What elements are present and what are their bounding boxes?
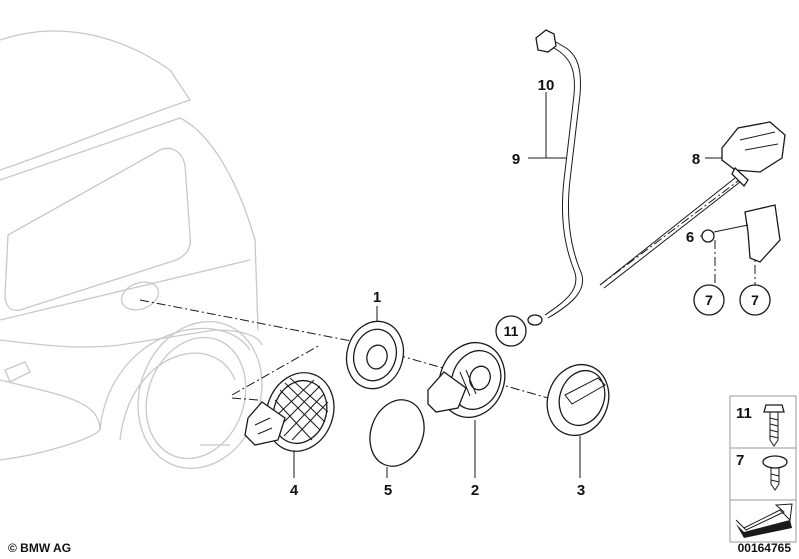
screw-icon: [763, 404, 785, 447]
callout-1: 1: [373, 289, 381, 306]
release-cable-part-9: [527, 29, 584, 326]
legend-row-11-box: [729, 395, 797, 449]
actuator-part-8: [599, 121, 786, 289]
seal-ring-part-1: [345, 320, 405, 390]
legend-label-11: 11: [736, 405, 752, 422]
circled-callout-11-label: 11: [504, 323, 519, 339]
filler-housing-part-4: [244, 372, 335, 452]
direction-arrow-icon: [735, 503, 793, 538]
copyright-text: © BMW AG: [8, 541, 71, 555]
car-body-outline: [0, 30, 263, 470]
callout-5: 5: [384, 482, 392, 499]
circled-callout-7-left: 7: [693, 284, 725, 316]
callout-leaders: [293, 92, 722, 478]
hardware-legend: 11 7: [729, 395, 797, 543]
callout-2: 2: [471, 482, 479, 499]
circled-callout-11: 11: [495, 315, 527, 347]
circled-callout-7-right-label: 7: [751, 292, 759, 308]
circled-callout-7-left-label: 7: [705, 292, 713, 308]
bolt-icon: [762, 455, 788, 491]
callout-6: 6: [686, 229, 694, 246]
flap-disc-part-5: [369, 399, 425, 467]
callout-9: 9: [512, 151, 520, 168]
callout-4: 4: [290, 482, 299, 499]
callout-10: 10: [538, 77, 555, 94]
circled-callout-7-right: 7: [739, 284, 771, 316]
diagram-reference-number: 00164765: [738, 541, 792, 555]
fuel-cap-part-3: [546, 363, 610, 437]
callout-3: 3: [577, 482, 585, 499]
legend-row-7-box: [729, 447, 797, 501]
legend-label-7: 7: [736, 452, 744, 469]
callout-8: 8: [692, 151, 700, 168]
filler-neck-part-2: [427, 342, 506, 418]
